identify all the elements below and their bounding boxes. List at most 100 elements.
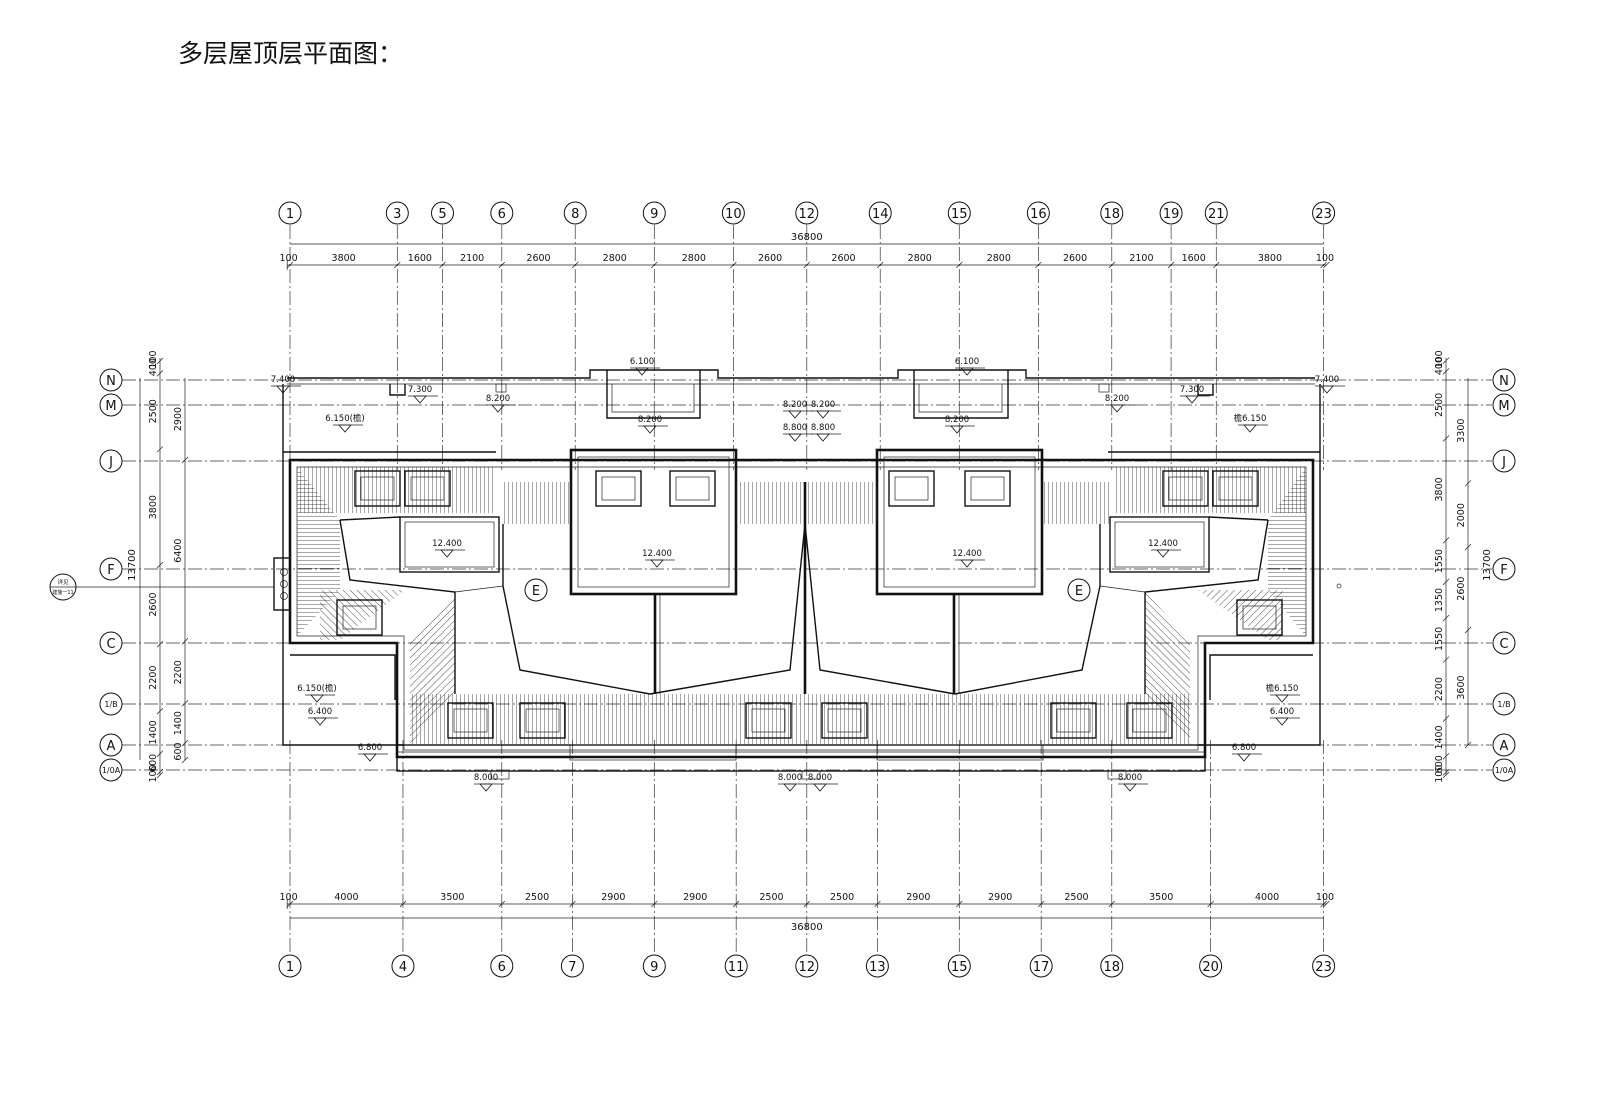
level-triangle	[1243, 424, 1257, 433]
dim-bottom-tick	[1207, 900, 1214, 908]
axis-label-top-10: 10	[725, 207, 742, 222]
axis-bubble-bottom-17	[1029, 954, 1053, 978]
axis-bubble-top-10	[721, 201, 745, 225]
axis-bubble-left-M	[99, 393, 123, 417]
dim-bottom-tick	[1323, 900, 1330, 908]
svg-text:E: E	[1075, 584, 1083, 599]
dim-right-inner-label: 1400	[1434, 725, 1445, 749]
level-mark: 8.800	[811, 423, 841, 442]
dim-left-outer-tick	[181, 739, 189, 747]
dim-left-outer-tick	[181, 756, 189, 764]
axis-label-right-J: J	[1501, 455, 1506, 470]
dim-bottom-tick	[399, 900, 407, 908]
dim-bottom-tick	[803, 900, 811, 908]
dim-top-tick	[1035, 261, 1042, 269]
axis-label-top-8: 8	[571, 207, 579, 222]
dim-top-label: 2100	[1129, 253, 1153, 264]
dim-bottom-tick	[1320, 900, 1327, 908]
dim-bottom-label: 2500	[830, 892, 854, 903]
dim-right-outer-tick	[1464, 741, 1472, 749]
axis-label-left-A: A	[107, 739, 116, 754]
level-mark: 8.200	[945, 415, 975, 434]
level-label: 8.800	[783, 423, 807, 433]
axis-bubble-left-J	[99, 449, 123, 473]
level-triangle	[960, 559, 974, 568]
level-mark: 6.400	[1270, 707, 1300, 726]
dim-bottom-tick	[569, 900, 576, 908]
axis-bubble-left-F	[99, 557, 123, 581]
level-mark: 8.200	[638, 415, 668, 434]
level-mark: 6.150(檐)	[297, 683, 337, 703]
axis-bubble-bottom-18	[1100, 954, 1124, 978]
level-mark: 12.400	[952, 549, 985, 568]
level-mark: 8.000	[778, 773, 808, 792]
dim-left-outer-tick	[181, 456, 189, 464]
axis-bubble-right-F	[1492, 557, 1516, 581]
level-label: 6.400	[1270, 707, 1294, 717]
level-triangle	[313, 717, 327, 726]
dim-left-outer-tick	[181, 700, 189, 707]
axis-bubble-top-12	[795, 201, 819, 225]
dim-left-inner-tick	[156, 446, 164, 453]
level-label: 12.400	[952, 549, 982, 559]
dim-right-inner-tick	[1442, 537, 1450, 544]
axis-bubble-bottom-15	[947, 954, 971, 978]
level-label: 12.400	[642, 549, 672, 559]
level-label: 檐6.150	[1266, 683, 1299, 694]
dim-top-label: 100	[280, 253, 298, 264]
dim-top-tick	[730, 261, 737, 269]
dim-bottom-tick	[956, 900, 963, 908]
axis-bubble-right-1/0A	[1492, 758, 1516, 782]
axis-label-left-F: F	[107, 563, 114, 578]
axis-label-top-23: 23	[1315, 207, 1332, 222]
level-label: 8.800	[811, 423, 835, 433]
dim-left-inner-tick	[156, 707, 164, 715]
axis-bubble-top-14	[868, 201, 892, 225]
dim-top-tick	[439, 261, 446, 269]
dim-top-label: 2600	[831, 253, 855, 264]
dim-right-inner-label: 2200	[1434, 677, 1445, 701]
level-label: 8.200	[783, 400, 807, 410]
level-label: 6.100	[955, 357, 979, 367]
level-label: 6.100	[630, 357, 654, 367]
level-label: 8.200	[811, 400, 835, 410]
dim-left-inner-label: 3800	[148, 495, 159, 519]
dim-left-inner-label: 2600	[148, 592, 159, 616]
axis-label-bottom-6: 6	[498, 960, 506, 975]
dim-bottom-label: 2500	[759, 892, 783, 903]
axis-bubble-top-3	[385, 201, 409, 225]
dim-left-total: 13700	[127, 549, 138, 581]
level-triangle	[950, 425, 964, 434]
level-mark: 12.400	[1148, 539, 1181, 558]
level-triangle	[363, 753, 377, 762]
axis-label-top-14: 14	[872, 207, 889, 222]
dim-left-inner-tick	[156, 561, 164, 569]
dim-right-inner-tick	[1442, 656, 1450, 663]
dim-right-outer-label: 3600	[1456, 675, 1467, 699]
level-label: 6.400	[308, 707, 332, 717]
axis-label-top-5: 5	[438, 207, 446, 222]
dim-bottom-label: 4000	[334, 892, 358, 903]
level-triangle	[1110, 404, 1124, 413]
dim-bottom-tick	[286, 900, 294, 908]
axis-label-right-F: F	[1500, 563, 1507, 578]
axis-bubble-bottom-12	[795, 954, 819, 978]
dim-top-tick	[651, 261, 658, 269]
axis-label-top-21: 21	[1208, 207, 1225, 222]
dim-top-tick	[571, 261, 579, 269]
level-mark: 8.000	[474, 773, 504, 792]
level-label: 12.400	[1148, 539, 1178, 549]
level-triangle	[635, 367, 649, 376]
dim-top-label: 2800	[603, 253, 627, 264]
level-label: 8.000	[808, 773, 832, 783]
axis-bubble-right-A	[1492, 733, 1516, 757]
level-label: 8.200	[1105, 394, 1129, 404]
axis-label-bottom-17: 17	[1033, 960, 1050, 975]
level-triangle	[816, 433, 830, 442]
level-mark: 7.400	[271, 375, 301, 394]
axis-bubble-left-1/B	[99, 692, 123, 716]
dim-top-label: 2800	[908, 253, 932, 264]
axis-bubble-top-15	[947, 201, 971, 225]
